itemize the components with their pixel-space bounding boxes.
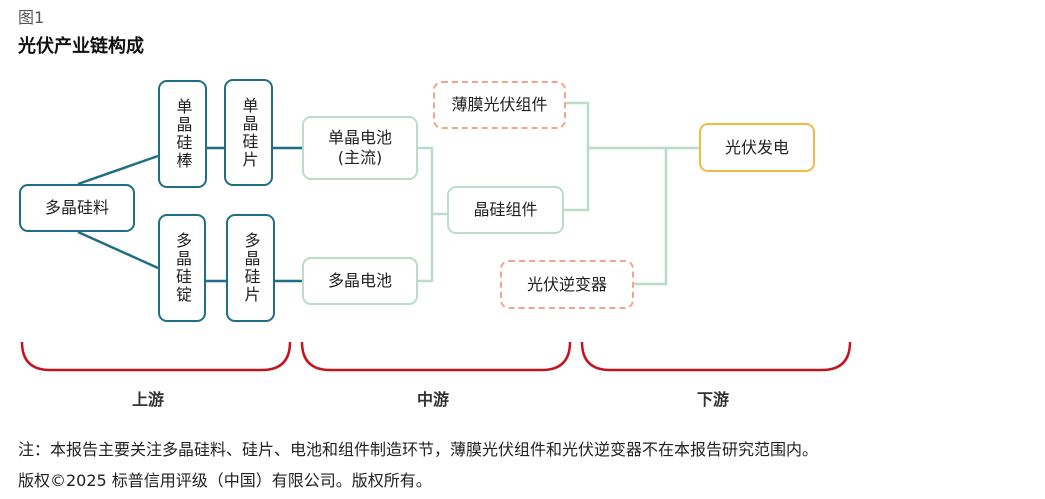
bracket-downstream	[580, 341, 852, 372]
line-poly-to-mono-ingot	[77, 154, 159, 186]
node-label: 光伏逆变器	[526, 274, 607, 294]
node-label: 多晶硅片	[241, 232, 261, 304]
line-poly-to-multi-ingot	[77, 230, 159, 270]
node-label: 多晶硅料	[44, 198, 109, 217]
node-label: 多晶硅锭	[173, 232, 192, 304]
node-thin-film-module: 薄膜光伏组件	[433, 81, 566, 129]
bracket-upstream	[20, 341, 292, 372]
node-label: 单晶硅棒	[173, 98, 193, 170]
node-mono-ingot: 单晶硅棒	[158, 80, 207, 188]
node-label: 光伏发电	[724, 137, 789, 157]
stage-midstream: 中游	[417, 390, 450, 409]
node-label: 多晶电池	[327, 271, 392, 290]
node-multi-ingot: 多晶硅锭	[158, 214, 206, 322]
node-label: 薄膜光伏组件	[451, 95, 548, 114]
node-crystalline-module: 晶硅组件	[447, 186, 564, 234]
stage-upstream: 上游	[132, 390, 165, 409]
node-mono-wafer: 单晶硅片	[224, 79, 273, 186]
node-pv-generation: 光伏发电	[699, 123, 815, 172]
node-sublabel: (主流)	[337, 148, 383, 167]
node-multi-wafer: 多晶硅片	[226, 214, 275, 322]
node-inverter: 光伏逆变器	[500, 260, 634, 309]
node-mono-cell: 单晶电池 (主流)	[302, 116, 418, 180]
copyright: 版权©2025 标普信用评级（中国）有限公司。版权所有。	[18, 471, 432, 490]
figure-title: 光伏产业链构成	[18, 36, 144, 57]
line-cells-merge	[418, 146, 434, 283]
figure-label: 图1	[18, 8, 45, 27]
node-label: 单晶硅片	[239, 96, 259, 169]
bracket-midstream	[300, 341, 572, 372]
line-inverter-merge	[634, 148, 668, 286]
node-label: 晶硅组件	[473, 200, 538, 219]
node-multi-cell: 多晶电池	[302, 257, 418, 305]
node-polysilicon: 多晶硅料	[19, 184, 135, 232]
stage-downstream: 下游	[697, 390, 730, 409]
line-modules-merge	[564, 101, 590, 212]
node-label: 单晶电池	[327, 128, 392, 147]
footnote: 注：本报告主要关注多晶硅料、硅片、电池和组件制造环节，薄膜光伏组件和光伏逆变器不…	[18, 440, 819, 459]
